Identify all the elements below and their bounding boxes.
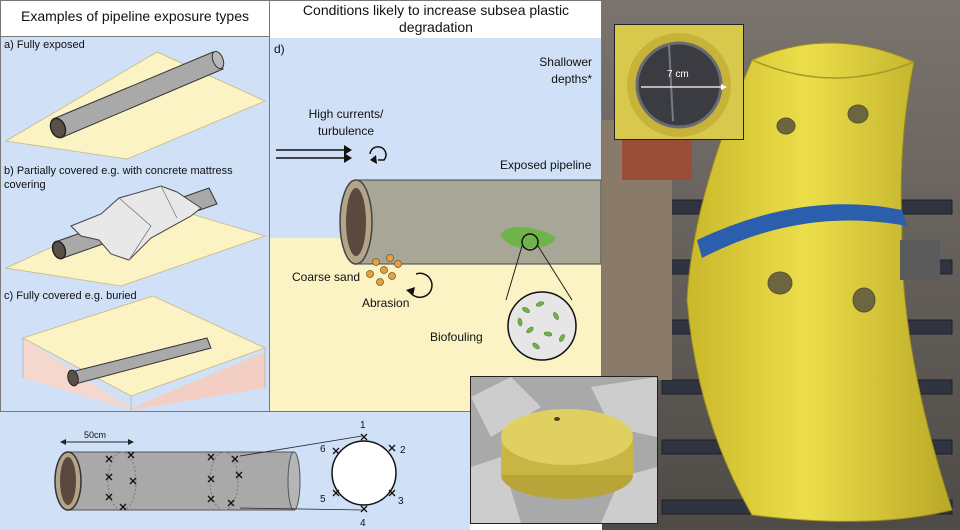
panel-d-label: d): [274, 42, 285, 56]
microorganisms: [517, 301, 565, 350]
yellow-pipe-section: [686, 42, 953, 522]
currents-label: High currents/ turbulence: [308, 107, 384, 138]
point-2: 2: [400, 445, 406, 456]
conditions-heading: Conditions likely to increase subsea pla…: [302, 2, 570, 35]
point-6: 6: [320, 444, 326, 455]
inset-sample-photo: [470, 376, 658, 524]
panel-c: c) Fully covered e.g. buried: [1, 288, 269, 411]
panel-b: b) Partially covered e.g. with concrete …: [1, 162, 269, 289]
sample-marks: [105, 451, 243, 511]
panel-a: a) Fully exposed: [1, 36, 269, 164]
panel-c-illustration: [21, 295, 267, 410]
sampling-positions-diagram: 50cm 1 2 3 4 5 6: [54, 420, 406, 529]
blue-strap: [697, 204, 907, 258]
scale-label: 50cm: [84, 430, 106, 440]
conditions-illustration: [276, 145, 601, 361]
point-1: 1: [360, 420, 366, 431]
pipe-open-end: [67, 369, 79, 387]
exposed-pipe-body: [355, 179, 601, 265]
shallower-depths-label: Shallower depths*: [539, 55, 592, 86]
panel-c-label: c) Fully covered e.g. buried: [4, 290, 137, 302]
biofilm-patch: [500, 226, 556, 249]
point-5: 5: [320, 494, 326, 505]
panel-b-label: b) Partially covered e.g. with concrete …: [4, 165, 233, 191]
sediment-side: [131, 352, 265, 410]
panel-a-illustration: [4, 50, 266, 160]
exposed-pipeline-label: Exposed pipeline: [500, 158, 592, 172]
biofouling-label: Biofouling: [430, 330, 483, 344]
pipe-far-end: [211, 50, 225, 70]
abrasion-label: Abrasion: [362, 296, 410, 310]
abrasion-arrow-icon: [409, 272, 433, 299]
pipe-section-photo: [602, 0, 960, 530]
current-arrows: [276, 145, 352, 163]
pipe-open-end: [49, 117, 67, 139]
inset-pipe-end-photo: 7 cm: [614, 24, 744, 140]
turbulence-swirl-icon: [369, 146, 387, 161]
exposure-types-heading: Examples of pipeline exposure types: [20, 8, 250, 24]
point-4: 4: [360, 518, 366, 529]
coarse-sand-label: Coarse sand: [292, 270, 361, 284]
sand-grains: [366, 254, 402, 286]
sample-pipe-body: [67, 451, 295, 511]
panel-b-illustration: [4, 185, 267, 287]
panel-a-label: a) Fully exposed: [4, 39, 85, 51]
pipe-open-end: [51, 240, 67, 260]
magnify-circle: [521, 233, 539, 251]
point-3: 3: [398, 496, 404, 507]
cross-section-circle: [331, 440, 397, 506]
inset-measure-label: 7 cm: [667, 69, 689, 80]
